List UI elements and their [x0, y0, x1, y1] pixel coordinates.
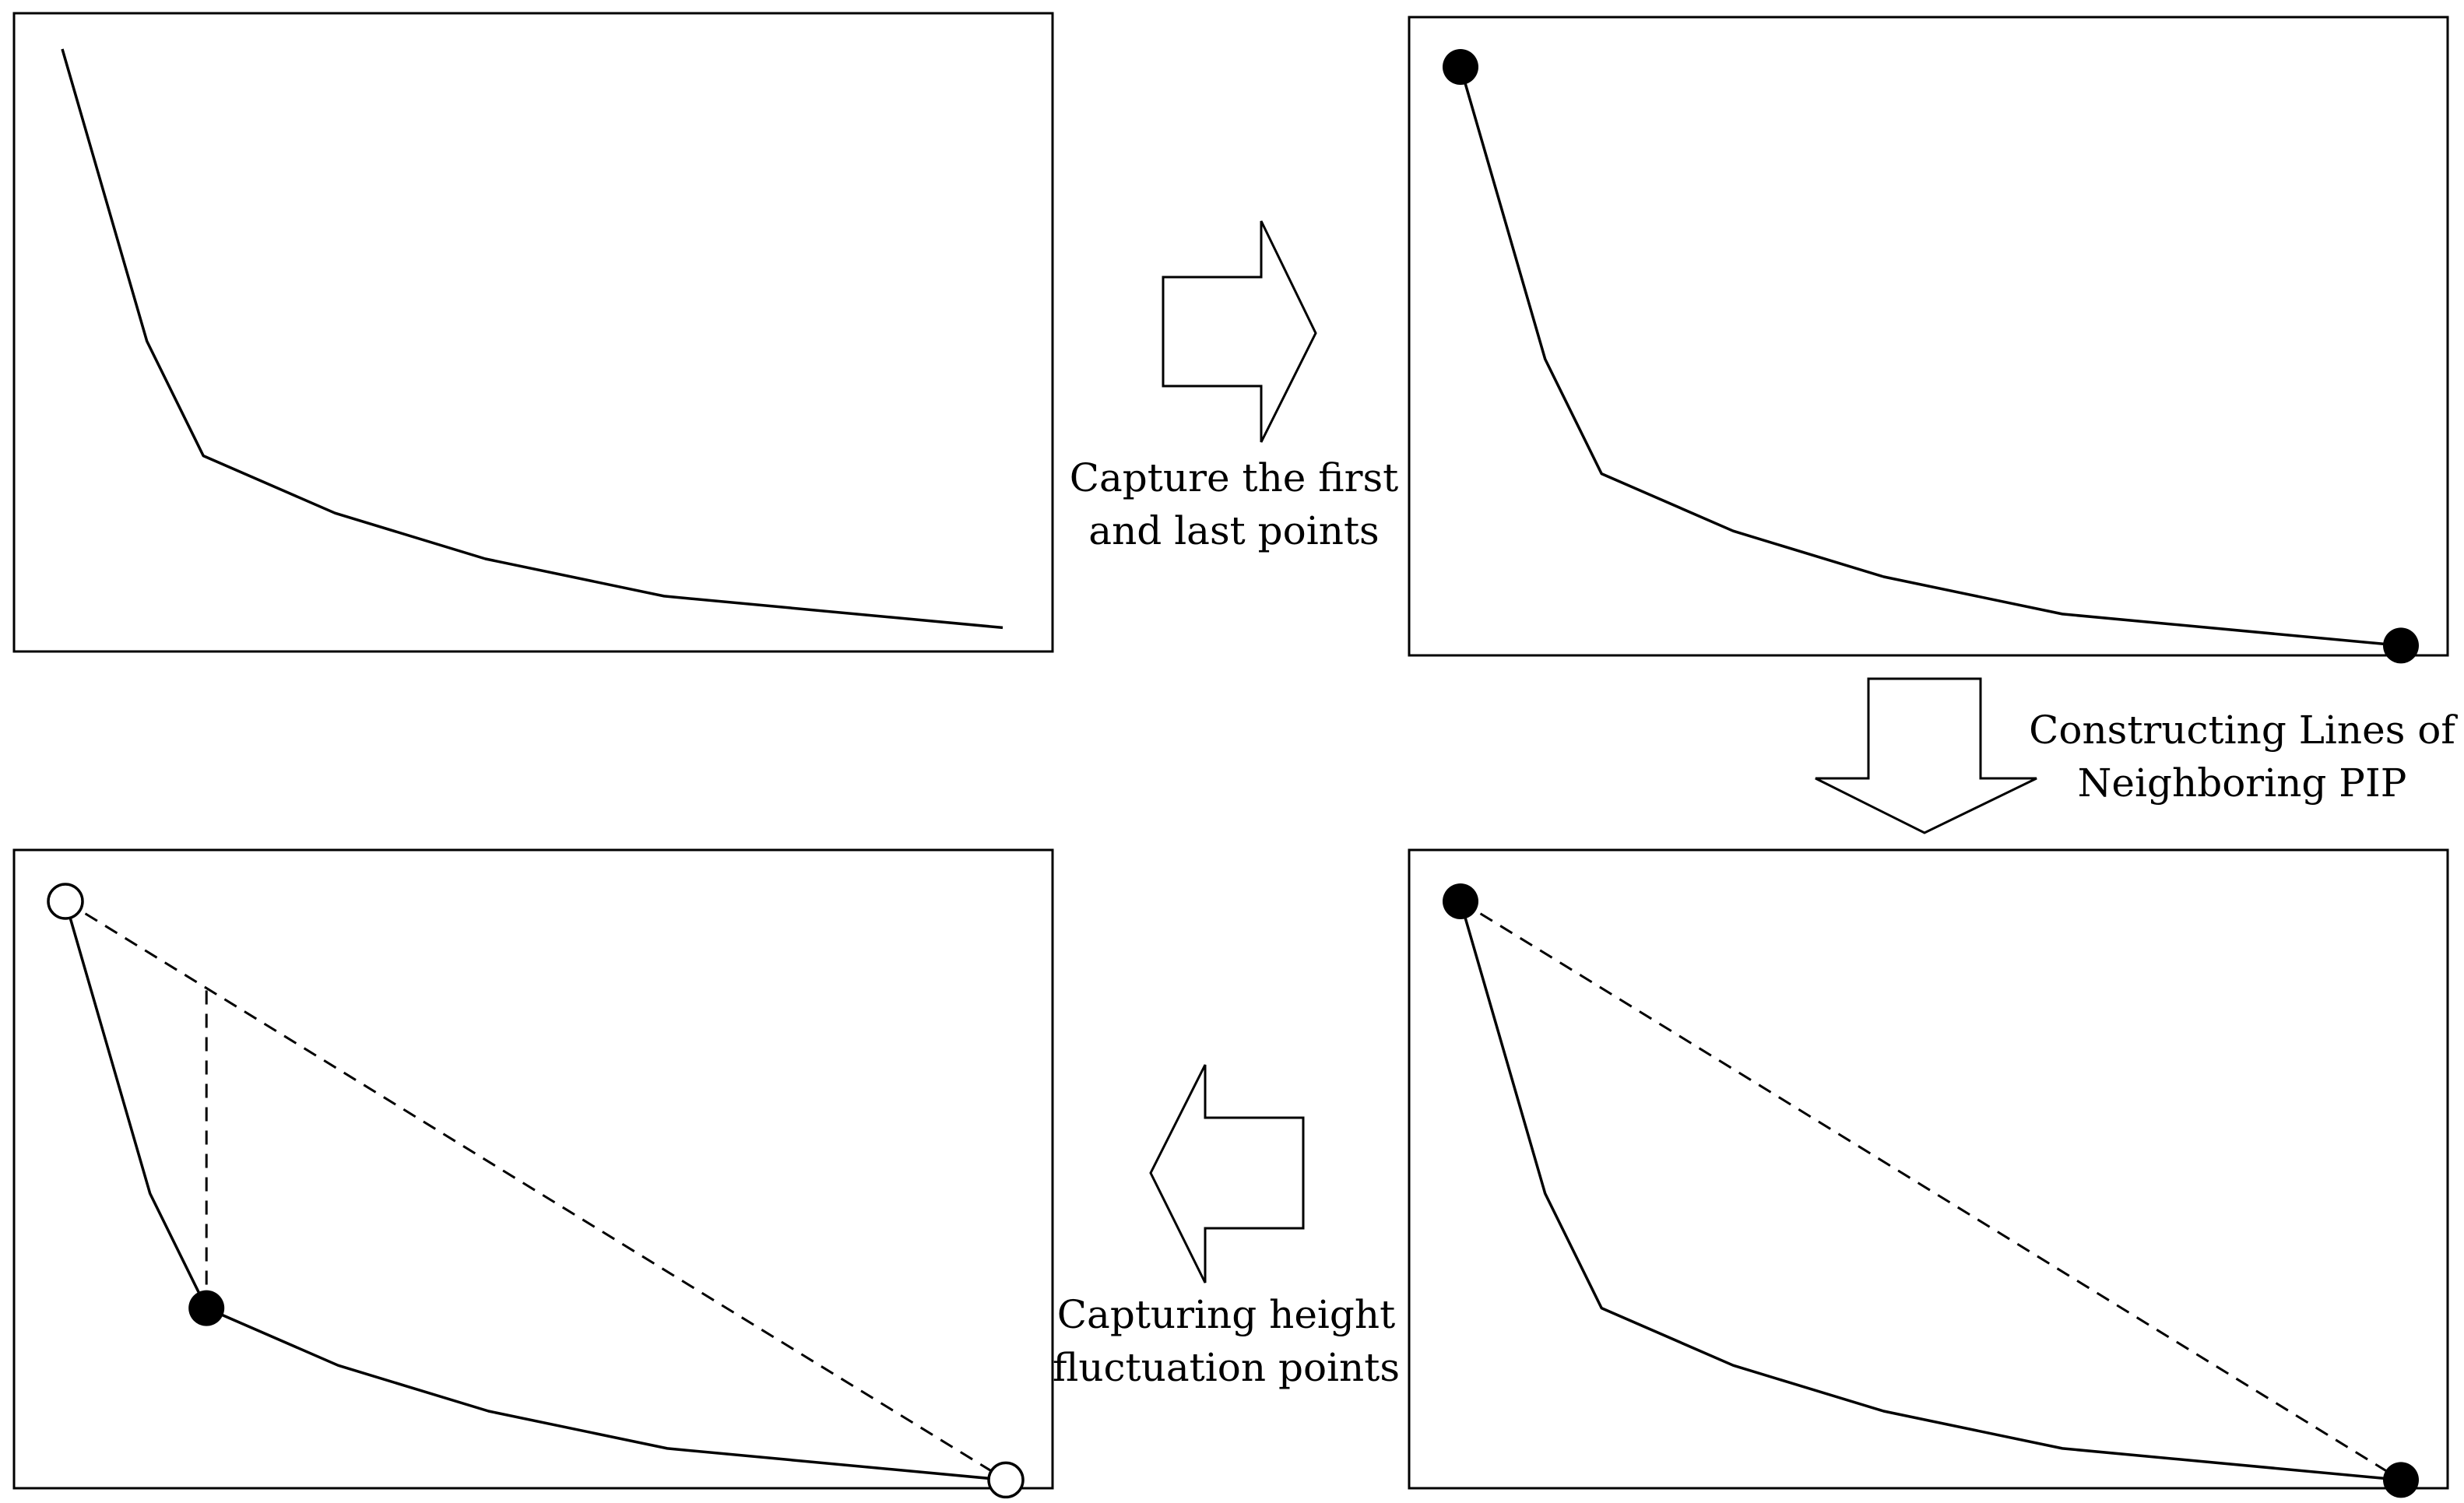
series-line-1	[61, 48, 1004, 630]
caption-line: Constructing Lines of	[2029, 708, 2455, 753]
last-point-marker-3	[2383, 1462, 2419, 1498]
arrow-right-icon	[1162, 220, 1317, 443]
arrow-down-icon	[1815, 677, 2037, 834]
caption-line: and last points	[1088, 508, 1380, 553]
dashed-chord-4	[65, 900, 1007, 1481]
caption-line: Capturing height	[1056, 1292, 1396, 1337]
caption-constructing-lines: Constructing Lines of Neighboring PIP	[1993, 704, 2464, 809]
caption-line: Neighboring PIP	[2077, 760, 2407, 806]
panel-frame-3	[12, 848, 1054, 1490]
panel-frame-4	[1408, 848, 2449, 1490]
caption-line: fluctuation points	[1053, 1345, 1400, 1390]
last-point-marker-2	[2383, 627, 2419, 664]
series-line-2	[1459, 66, 2402, 648]
series-line-4	[64, 901, 1007, 1482]
caption-capture-first-last: Capture the first and last points	[1012, 451, 1456, 557]
first-point-marker-3	[1443, 883, 1478, 919]
panel-frame-1	[12, 12, 1054, 653]
caption-height-fluctuation: Capturing height fluctuation points	[1004, 1288, 1448, 1394]
dashed-chord-3	[1460, 900, 2402, 1481]
first-point-open-marker	[47, 883, 84, 920]
arrow-left-icon	[1149, 1064, 1305, 1284]
pip-point-marker	[188, 1290, 225, 1326]
last-point-open-marker	[987, 1461, 1025, 1499]
caption-line: Capture the first	[1069, 455, 1399, 500]
panel-frame-2	[1408, 16, 2449, 657]
series-line-3	[1459, 901, 2402, 1482]
first-point-marker-2	[1443, 49, 1478, 85]
